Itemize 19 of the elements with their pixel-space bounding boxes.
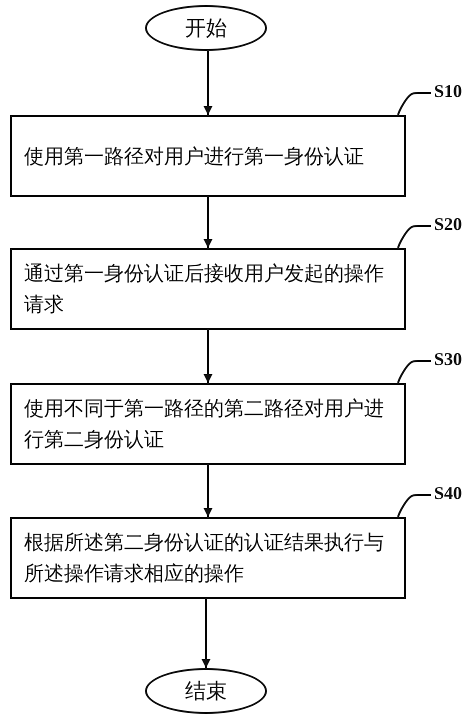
- leader-line: [397, 92, 431, 116]
- process-box: 使用不同于第一路径的第二路径对用户进行第二身份认证: [10, 383, 406, 465]
- step-label: S30: [434, 348, 462, 370]
- step-label: S10: [434, 80, 462, 102]
- leader-line: [397, 494, 431, 518]
- step-label: S20: [434, 214, 462, 234]
- terminal-ellipse: 结束: [145, 668, 267, 714]
- arrow: [204, 330, 212, 383]
- arrow: [202, 599, 210, 668]
- leader-line: [397, 360, 431, 384]
- process-box: 通过第一身份认证后接收用户发起的操作请求: [10, 248, 406, 330]
- arrow: [204, 51, 212, 115]
- leader-line: [397, 225, 431, 248]
- terminal-ellipse: 开始: [145, 5, 267, 51]
- arrow: [204, 197, 212, 248]
- arrow: [204, 465, 212, 517]
- process-box: 使用第一路径对用户进行第一身份认证: [10, 115, 406, 197]
- process-box: 根据所述第二身份认证的认证结果执行与所述操作请求相应的操作: [10, 517, 406, 599]
- step-label: S40: [434, 482, 462, 504]
